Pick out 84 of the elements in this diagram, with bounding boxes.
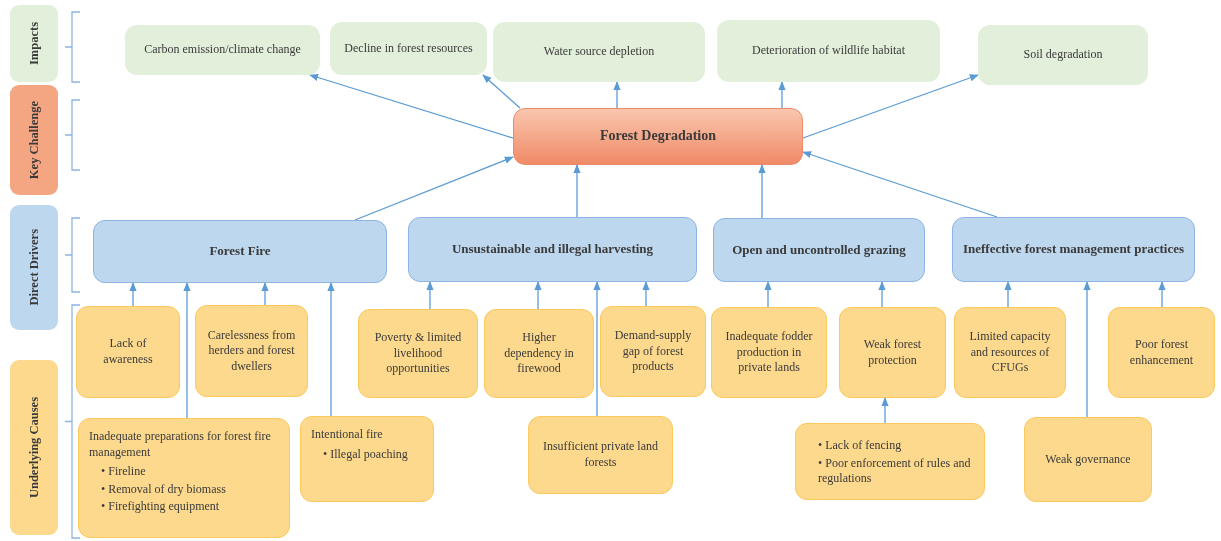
cause-box [1024,417,1152,502]
node-label: Poor forest enhancement [1128,336,1195,369]
arrow [183,282,191,419]
arrow [426,281,434,310]
arrow [593,281,601,417]
bullet-item: • Poor enforcement of rules and regulations [818,455,972,487]
arrow [1004,281,1012,308]
category-band [10,5,58,82]
bullet-item: • Fireline [101,464,147,480]
node-label: Weak governance [1045,451,1131,468]
node-label: Forest Fire [209,243,271,260]
arrow [327,282,335,417]
node-label: Decline in forest resources [344,40,473,57]
node-label: Carelessness from herders and forest dwellers [206,327,297,375]
arrow [573,164,581,218]
arrow [534,281,542,310]
node-label: Inadequate preparations for forest fire management [89,429,272,461]
driver-box [713,218,925,282]
band-label: Direct Drivers [25,229,42,306]
bullet-item: • Removal of dry biomass [101,481,226,498]
node-label: Carbon emission/climate change [144,42,301,58]
driver-box [952,217,1195,282]
node-label: Demand-supply gap of forest products [613,328,693,375]
band-label: Underlying Causes [25,396,42,499]
cause-box [358,309,478,398]
cause-box [600,306,706,397]
category-band [10,85,58,195]
impact-box [330,22,487,75]
node-label: Lack of awareness [102,336,154,368]
cause-box [195,305,308,397]
node-label: Intentional fire [311,427,383,443]
driver-box [408,217,697,282]
arrow [482,74,521,109]
bullet-item: • Lack of fencing [818,438,903,454]
node-label: Forest Degradation [600,127,716,146]
cause-box [76,306,180,398]
node-label: Deterioration of wildlife habitat [752,43,905,59]
driver-box [93,220,387,283]
arrow [642,281,650,307]
cause-box [528,416,673,494]
impact-box [125,25,320,75]
arrow [1083,281,1091,418]
arrow [802,74,979,139]
node-label: Weak forest protection [862,336,923,369]
impact-box [978,25,1148,85]
cause-box [711,307,827,398]
arrow [261,282,269,306]
arrow [354,156,514,221]
cause-box [1108,307,1215,398]
cause-box [484,309,594,398]
cause-box [839,307,946,398]
node-label: Limited capacity and resources of CFUGs [968,329,1052,376]
arrow [309,73,514,139]
band-label: Key Challenge [25,100,42,180]
arrow [764,281,772,308]
impact-box [717,20,940,82]
arrow [778,81,786,109]
cause-box [78,418,290,538]
arrow [613,81,621,109]
arrow [802,151,998,218]
arrow [881,397,889,424]
node-label: Water source depletion [543,44,655,60]
node-label: Higher dependency in firewood [503,330,575,377]
arrow [129,282,137,307]
category-band [10,360,58,535]
node-label: Ineffective forest management practices [962,241,1184,258]
bullet-item: • Firefighting equipment [101,499,221,515]
node-label: Open and uncontrolled grazing [732,241,906,259]
category-band [10,205,58,330]
band-label: Impacts [25,21,42,66]
cause-box [795,423,985,500]
cause-box [300,416,434,502]
bullet-item: • Illegal poaching [323,446,408,463]
impact-box [493,22,705,82]
arrow [878,281,886,308]
node-label: Poverty & limited livelihood opportunities [373,330,463,377]
arrow [758,164,766,219]
node-label: Insufficient private land forests [541,439,660,471]
node-label: Soil degradation [1023,47,1103,63]
arrow [1158,281,1166,308]
cause-box [954,307,1066,398]
node-label: Unsustainable and illegal harvesting [451,241,654,258]
node-label: Inadequate fodder production in private lands [724,329,814,376]
challenge-box [513,108,803,165]
